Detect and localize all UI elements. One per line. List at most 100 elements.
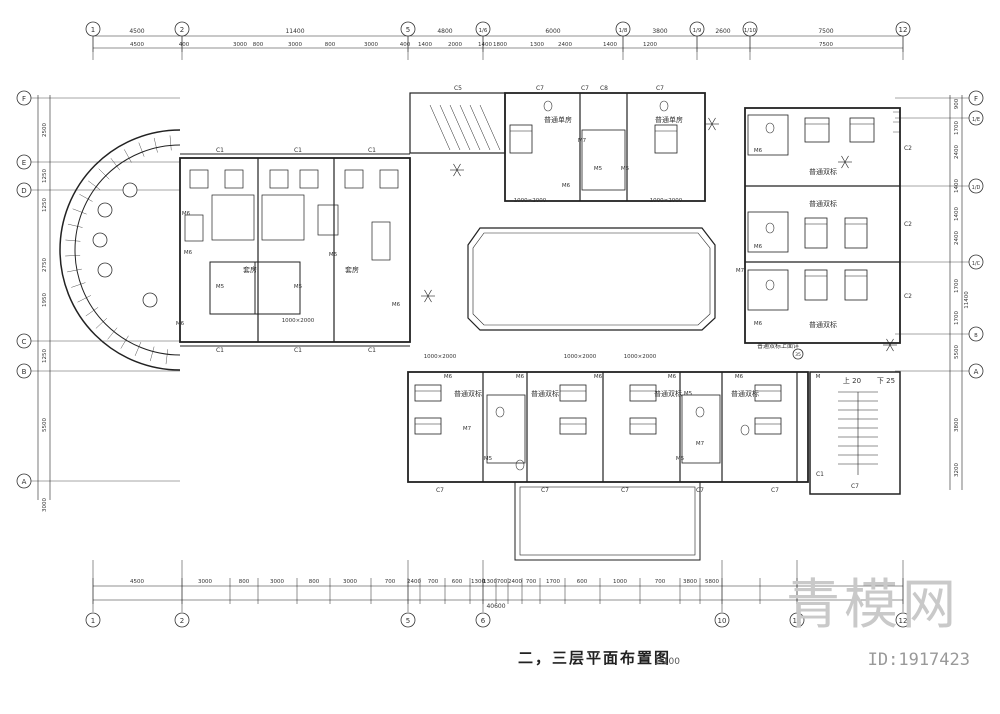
window-tag: C2 <box>904 293 912 300</box>
dimension-label: 3000 <box>198 579 212 585</box>
single-rooms-block <box>504 92 706 202</box>
axis-bubble-top <box>615 21 631 37</box>
plant-leaf <box>708 123 713 131</box>
arc-railing <box>71 282 86 288</box>
courtyard-pool-inner <box>472 232 711 326</box>
door-tag: M5 <box>294 284 303 290</box>
axis-label: F <box>974 95 978 103</box>
arc-railing <box>67 223 83 228</box>
plant-leaf <box>456 169 461 177</box>
balcony <box>514 481 701 561</box>
axis-label: 1 <box>91 617 95 625</box>
dimension-label: 1400 <box>954 179 960 193</box>
dimension-label: 1300 <box>530 42 544 48</box>
bed <box>629 384 657 402</box>
stair-tread <box>439 104 461 151</box>
axis-bubble-left <box>16 154 32 170</box>
bed-size-label: 1000×2000 <box>424 354 457 360</box>
window-tag: C7 <box>541 487 549 494</box>
door-tag: M5 <box>684 391 693 397</box>
dimension-label: 11400 <box>285 28 304 35</box>
door-tag: M6 <box>184 250 193 256</box>
plant-leaf <box>711 117 716 125</box>
courtyard-pool <box>467 227 716 331</box>
window-tag: C1 <box>368 147 376 154</box>
axis-label: F <box>22 95 26 103</box>
bathroom <box>681 394 721 464</box>
furniture <box>344 169 364 189</box>
dimension-label: 800 <box>253 42 264 48</box>
window-tag: C5 <box>454 85 462 92</box>
door-tag: M7 <box>463 426 472 432</box>
axis-bubble-bottom <box>85 612 101 628</box>
bathroom <box>486 394 526 464</box>
axis-bubble-top <box>895 21 911 37</box>
bed <box>844 217 868 249</box>
arc-lounge-inner <box>74 144 181 356</box>
dimension-label: 11400 <box>964 291 970 309</box>
axis-bubble-right <box>968 110 984 126</box>
room-label-single: 普通单房 <box>544 115 572 124</box>
window-tag: C7 <box>696 487 704 494</box>
dimension-label: 2400 <box>954 231 960 245</box>
door-tag: M5 <box>676 456 685 462</box>
axis-label: B <box>22 368 27 376</box>
axis-bubble-right <box>968 363 984 379</box>
dimension-label: 1000 <box>613 579 627 585</box>
dimension-label: 1700 <box>954 311 960 325</box>
axis-bubble-top <box>742 21 758 37</box>
dimension-label: 2000 <box>448 42 462 48</box>
plant-leaf <box>427 295 432 303</box>
axis-label: 11 <box>793 617 802 625</box>
dimension-label: 3800 <box>652 28 667 35</box>
window-tag: C1 <box>294 347 302 354</box>
door-tag: M6 <box>562 183 571 189</box>
dimension-label: 3000 <box>233 42 247 48</box>
lounge-chair <box>122 182 138 198</box>
furniture <box>211 194 255 241</box>
drawing-scale: 1:100 <box>654 657 680 667</box>
window-tag: C1 <box>294 147 302 154</box>
door-tag: M5 <box>621 166 630 172</box>
axis-bubble-right <box>968 254 984 270</box>
bed-size-label: 1000×2000 <box>564 354 597 360</box>
bed <box>509 124 533 154</box>
bed <box>804 269 828 301</box>
stair-up-label: 上 20 <box>843 376 861 385</box>
bed <box>849 117 875 143</box>
toilet <box>515 459 525 471</box>
window-tag: C7 <box>771 487 779 494</box>
dimension-label: 700 <box>655 579 666 585</box>
detail-marker-label: 35 <box>795 352 801 358</box>
furniture <box>269 169 289 189</box>
dimension-label: 600 <box>452 579 463 585</box>
dimension-label: 1250 <box>42 198 48 212</box>
plant-leaf <box>844 155 849 163</box>
plant-leaf <box>886 344 891 352</box>
bed <box>559 417 587 435</box>
lounge-chair <box>97 202 113 218</box>
axis-bubble-left <box>16 363 32 379</box>
door-tag: M6 <box>516 374 525 380</box>
furniture <box>317 204 339 236</box>
door-tag: M6 <box>329 252 338 258</box>
arc-railing <box>67 268 82 273</box>
bed <box>559 384 587 402</box>
dimension-label: 3800 <box>954 418 960 432</box>
window-tag: C1 <box>216 147 224 154</box>
dimension-label: 2400 <box>407 579 421 585</box>
bed <box>804 117 830 143</box>
bed-size-label: 1000×2000 <box>650 198 683 204</box>
dimension-total-label: 40600 <box>486 603 505 610</box>
stair-down-label: 下 25 <box>877 377 895 385</box>
axis-label: 1 <box>91 26 95 34</box>
axis-bubble-top <box>400 21 416 37</box>
stair-tread <box>429 104 451 151</box>
arc-railing <box>107 327 118 340</box>
arc-railing <box>169 135 172 151</box>
dimension-label: 1700 <box>954 121 960 135</box>
axis-bubble-bottom <box>714 612 730 628</box>
plant-leaf <box>886 338 891 346</box>
axis-label: 12 <box>899 26 908 34</box>
